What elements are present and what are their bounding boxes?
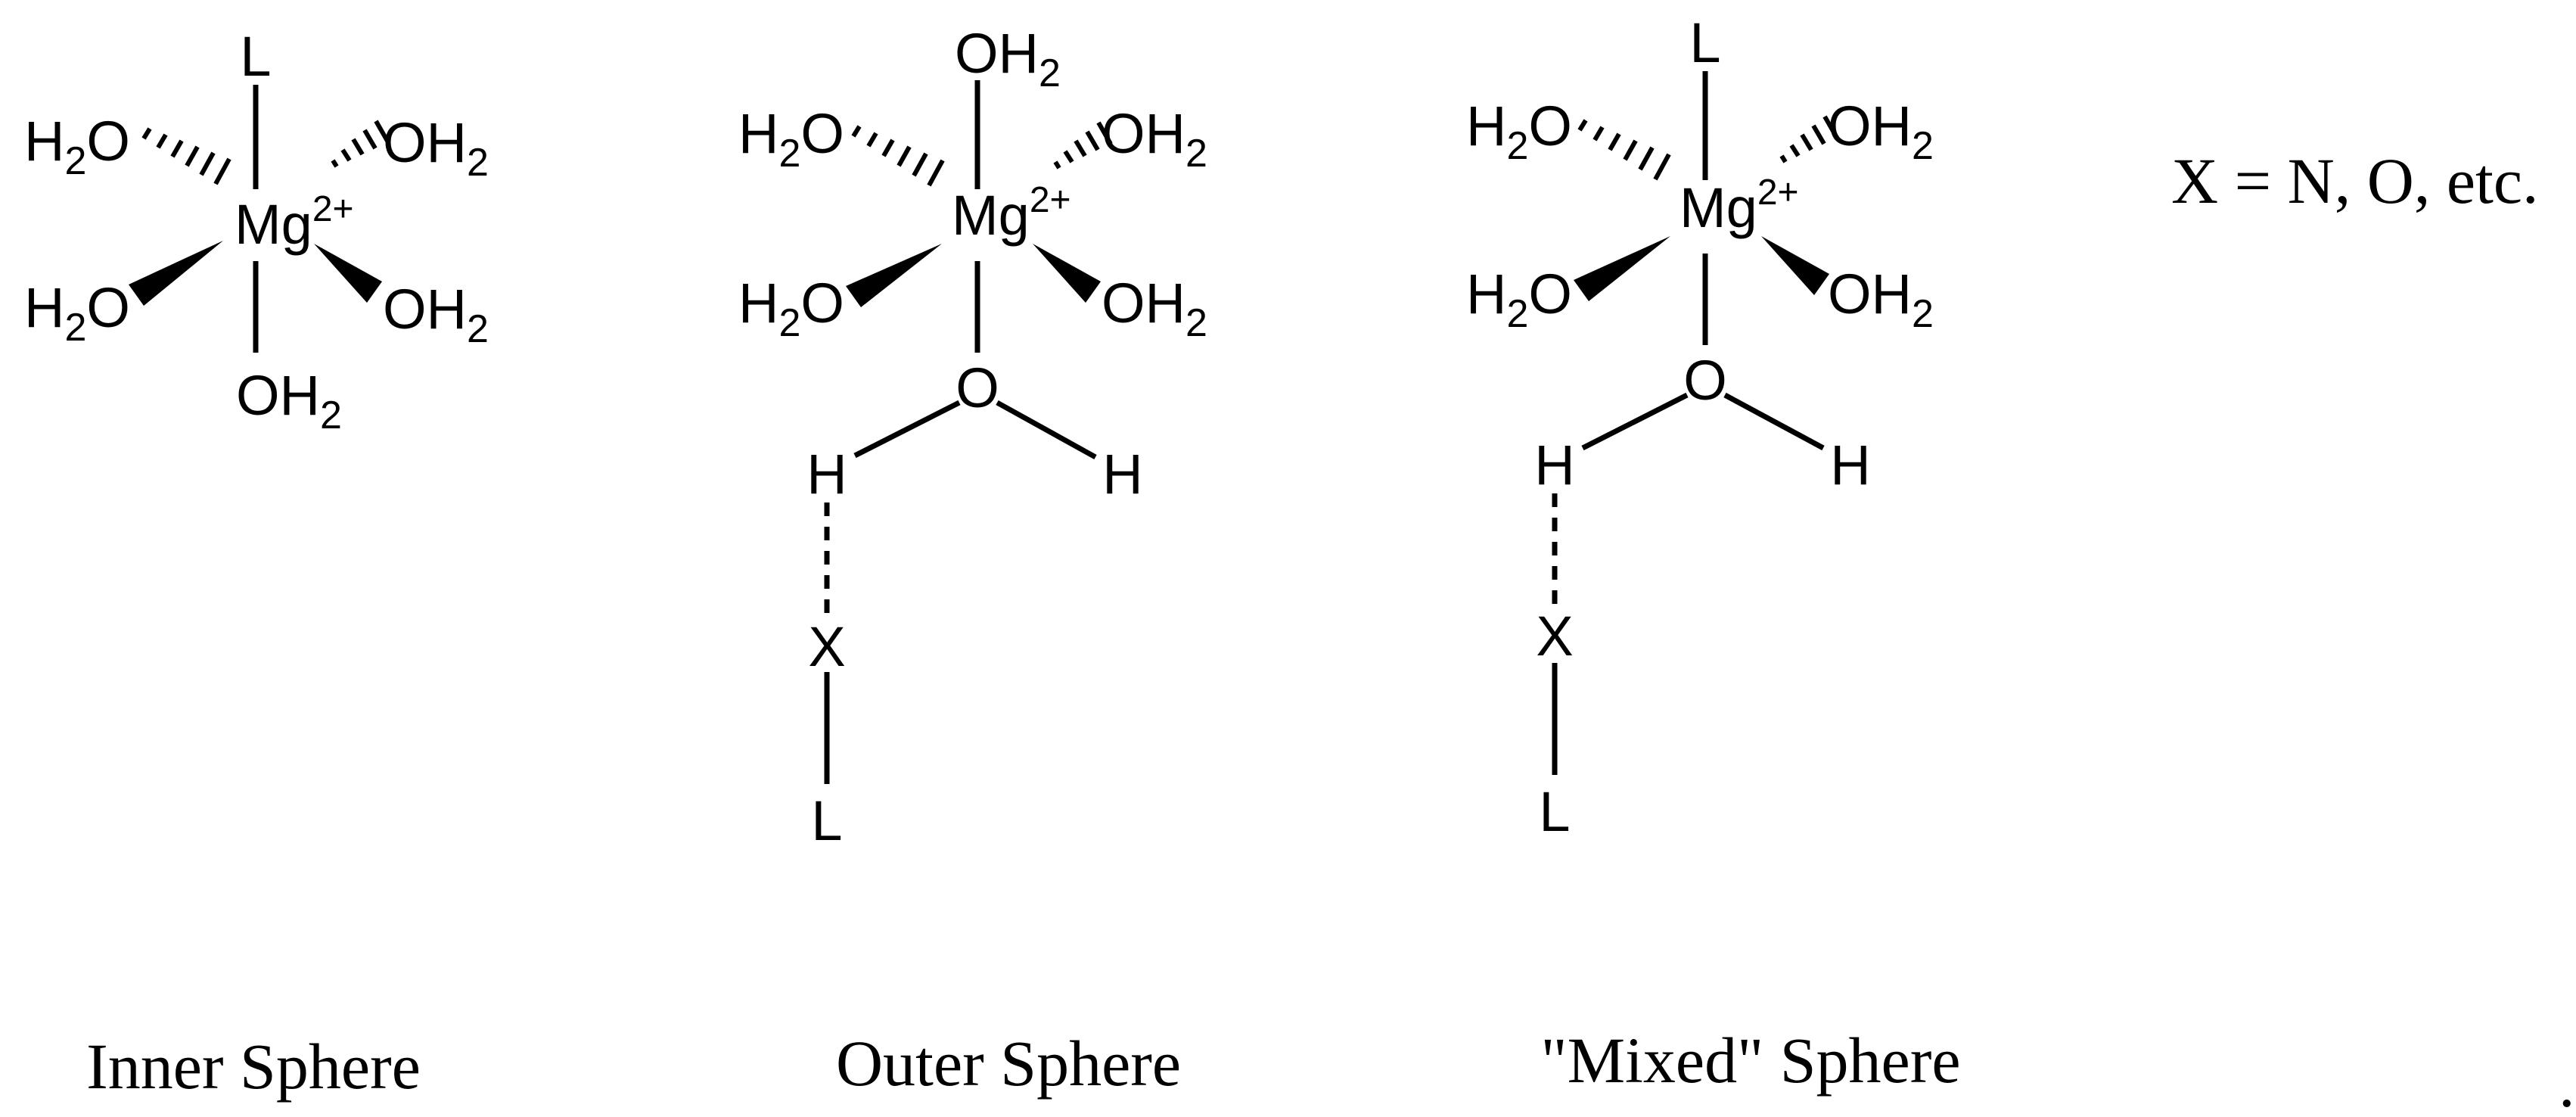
- mixed-sphere-caption: "Mixed" Sphere: [1540, 1024, 1960, 1097]
- inner-water-bottom-left: H2O: [24, 276, 130, 350]
- mixed-water-bottom-left: H2O: [1466, 263, 1572, 336]
- mixed-water-top-right: OH2: [1828, 95, 1934, 168]
- outer-wedge-bond-right: [1033, 244, 1101, 303]
- outer-water-top-left: H2O: [738, 102, 844, 176]
- mixed-wedge-bond-right: [1761, 236, 1829, 295]
- outer-hashed-bond-right: [1053, 121, 1113, 170]
- inner-wedge-bond-left: [129, 241, 223, 306]
- mixed-heteroatom-label: X: [1536, 605, 1573, 667]
- outer-hydrogen-left: H: [806, 443, 847, 506]
- outer-ligand-label: L: [811, 789, 842, 852]
- outer-metal-label: Mg2+: [952, 180, 1071, 247]
- inner-water-bottom-right: OH2: [383, 278, 489, 351]
- inner-water-bottom: OH2: [236, 364, 342, 437]
- outer-bridging-oxygen: O: [956, 356, 999, 419]
- outer-heteroatom-label: X: [808, 615, 845, 678]
- mixed-metal-label: Mg2+: [1680, 173, 1799, 239]
- mixed-hydrogen-left: H: [1534, 434, 1574, 496]
- mixed-sphere-structure: L Mg2+ H2O H2O OH2 OH2 O H H X L: [1466, 11, 1934, 843]
- mixed-water-top-left: H2O: [1466, 95, 1572, 168]
- outer-sphere-structure: OH2 Mg2+ H2O H2O OH2 OH2 O H H X L: [738, 22, 1207, 852]
- outer-water-top-right: OH2: [1102, 102, 1207, 176]
- outer-water-bottom-right: OH2: [1102, 272, 1207, 345]
- trailing-period: .: [2559, 1048, 2575, 1117]
- inner-metal-label: Mg2+: [235, 189, 354, 256]
- mixed-bridging-oxygen: O: [1683, 349, 1727, 412]
- mixed-water-bottom-right: OH2: [1828, 263, 1934, 336]
- outer-hashed-bond-left: [851, 125, 945, 187]
- heteroatom-legend: X = N, O, etc.: [2171, 145, 2539, 217]
- mixed-wedge-bond-left: [1574, 236, 1670, 301]
- outer-water-top: OH2: [955, 22, 1061, 95]
- inner-wedge-bond-right: [314, 244, 382, 303]
- mixed-ligand-top: L: [1689, 11, 1720, 74]
- outer-water-bottom-left: H2O: [738, 272, 844, 345]
- inner-sphere-structure: L Mg2+ H2O H2O OH2 OH2 OH2: [24, 25, 489, 437]
- outer-sphere-caption: Outer Sphere: [836, 1027, 1181, 1100]
- mixed-hashed-bond-right: [1779, 115, 1839, 163]
- mixed-hashed-bond-left: [1577, 119, 1671, 181]
- inner-water-top-left: H2O: [24, 110, 130, 183]
- inner-water-top-right: OH2: [383, 111, 489, 185]
- mixed-hydrogen-right: H: [1830, 434, 1870, 496]
- outer-hydrogen-right: H: [1102, 443, 1142, 506]
- outer-wedge-bond-left: [846, 244, 942, 307]
- inner-sphere-caption: Inner Sphere: [86, 1030, 421, 1103]
- inner-hashed-bond-right: [331, 120, 390, 168]
- inner-ligand-label: L: [240, 25, 271, 88]
- mixed-ligand-bottom: L: [1539, 780, 1570, 843]
- inner-hashed-bond-left: [141, 127, 231, 185]
